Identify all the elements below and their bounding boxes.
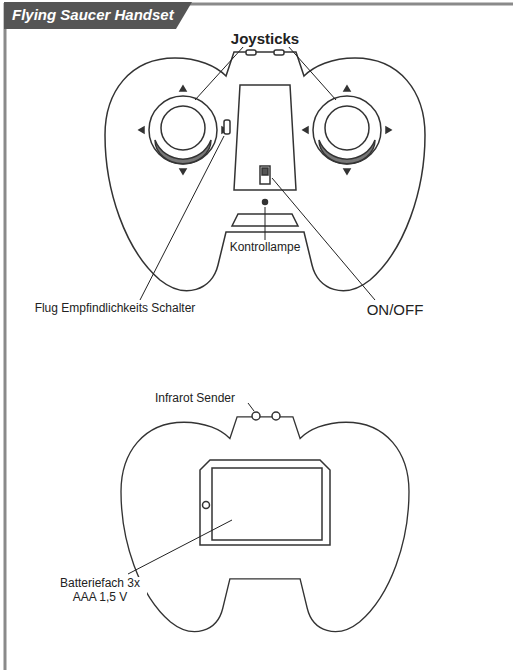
handset-front	[105, 50, 425, 291]
part-label: Joysticks	[229, 30, 301, 47]
part-label: Kontrollampe	[228, 241, 303, 255]
part-label: Batteriefach 3x AAA 1,5 V	[53, 577, 147, 605]
part-label: Infrarot Sender	[153, 392, 237, 406]
frame-left	[4, 3, 7, 670]
handset-back	[121, 412, 409, 632]
part-label: ON/OFF	[365, 301, 426, 318]
title-banner	[4, 2, 192, 29]
title: Flying Saucer Handset	[12, 6, 174, 23]
part-label: Flug Empfindlichkeits Schalter	[28, 302, 202, 316]
